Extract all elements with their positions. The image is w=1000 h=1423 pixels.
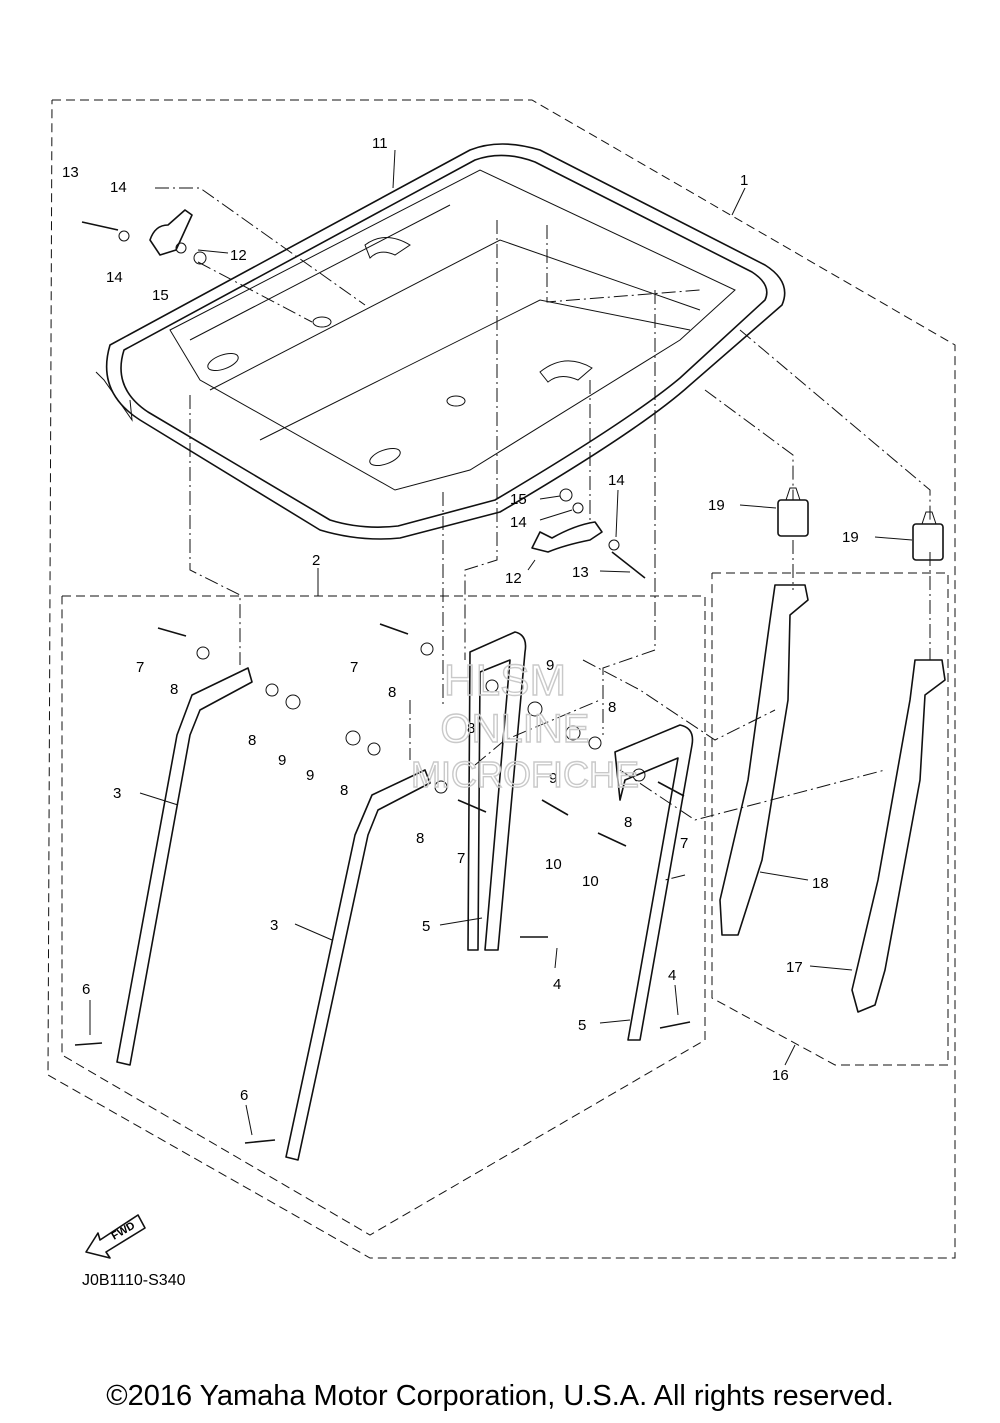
watermark-line-3: MICROFICHE bbox=[411, 754, 639, 795]
callout-8: 8 bbox=[170, 681, 178, 698]
mount-lines bbox=[155, 187, 931, 881]
assembly-1-boundary bbox=[47, 99, 956, 1259]
callout-4: 4 bbox=[668, 967, 676, 984]
leaders bbox=[89, 149, 913, 1136]
callout-8: 8 bbox=[248, 732, 256, 749]
callout-13: 13 bbox=[62, 164, 79, 181]
callout-18: 18 bbox=[812, 875, 829, 892]
callout-10: 10 bbox=[582, 873, 599, 890]
callout-5: 5 bbox=[578, 1017, 586, 1034]
callout-14: 14 bbox=[110, 179, 127, 196]
callout-9: 9 bbox=[306, 767, 314, 784]
rear-cover-17 bbox=[851, 659, 946, 1013]
callout-15: 15 bbox=[510, 491, 527, 508]
callout-10: 10 bbox=[545, 856, 562, 873]
copyright-text: ©2016 Yamaha Motor Corporation, U.S.A. A… bbox=[106, 1380, 894, 1412]
grab-handle-mid bbox=[531, 521, 603, 553]
callout-16: 16 bbox=[772, 1067, 789, 1084]
callout-19: 19 bbox=[842, 529, 859, 546]
callout-7: 7 bbox=[680, 835, 688, 852]
callout-8: 8 bbox=[416, 830, 424, 847]
callout-11: 11 bbox=[372, 135, 388, 152]
callout-3: 3 bbox=[113, 785, 121, 802]
callout-14: 14 bbox=[106, 269, 123, 286]
front-pillar-left bbox=[116, 667, 253, 1066]
watermark: HLSM ONLINE MICROFICHE bbox=[410, 655, 639, 795]
callout-1: 1 bbox=[740, 172, 748, 189]
callout-4: 4 bbox=[553, 976, 561, 993]
watermark-line-2: ONLINE bbox=[441, 707, 590, 751]
callout-19: 19 bbox=[708, 497, 725, 514]
grab-handle-top bbox=[149, 209, 193, 256]
callout-17: 17 bbox=[786, 959, 803, 976]
fwd-arrow-icon: FWD bbox=[85, 1214, 146, 1259]
roof-panel bbox=[95, 143, 786, 540]
callout-6: 6 bbox=[240, 1087, 248, 1104]
callout-3: 3 bbox=[270, 917, 278, 934]
callout-14: 14 bbox=[510, 514, 527, 531]
assembly-16-boundary bbox=[711, 572, 949, 1066]
callout-14: 14 bbox=[608, 472, 625, 489]
callout-7: 7 bbox=[457, 850, 465, 867]
diagram-code: J0B1110-S340 bbox=[82, 1272, 186, 1289]
callout-5: 5 bbox=[422, 918, 430, 935]
callout-2: 2 bbox=[312, 552, 320, 569]
callout-8: 8 bbox=[467, 720, 475, 737]
rear-cover-18 bbox=[719, 584, 809, 936]
assembly-2-boundary bbox=[61, 595, 706, 1236]
callout-7: 7 bbox=[136, 659, 144, 676]
front-pillar-right bbox=[285, 769, 431, 1161]
callout-9: 9 bbox=[278, 752, 286, 769]
callout-9: 9 bbox=[549, 770, 557, 787]
callout-8: 8 bbox=[608, 699, 616, 716]
callout-labels: 11 1 13 14 14 12 15 15 14 14 12 13 2 19 … bbox=[62, 135, 859, 1104]
callout-9: 9 bbox=[546, 657, 554, 674]
callout-7: 7 bbox=[350, 659, 358, 676]
callout-12: 12 bbox=[505, 570, 522, 587]
fasteners bbox=[74, 221, 691, 1144]
callout-13: 13 bbox=[572, 564, 589, 581]
fwd-label: FWD bbox=[110, 1220, 138, 1243]
callout-15: 15 bbox=[152, 287, 169, 304]
callout-8: 8 bbox=[388, 684, 396, 701]
callout-6: 6 bbox=[82, 981, 90, 998]
rear-frame-left bbox=[467, 631, 527, 951]
callout-8: 8 bbox=[340, 782, 348, 799]
callout-8: 8 bbox=[624, 814, 632, 831]
rubber-mount-right bbox=[912, 511, 944, 561]
rubber-mount-left bbox=[777, 487, 809, 537]
watermark-line-1: HLSM bbox=[444, 656, 566, 705]
callout-12: 12 bbox=[230, 247, 247, 264]
rear-frame-right bbox=[614, 724, 694, 1041]
